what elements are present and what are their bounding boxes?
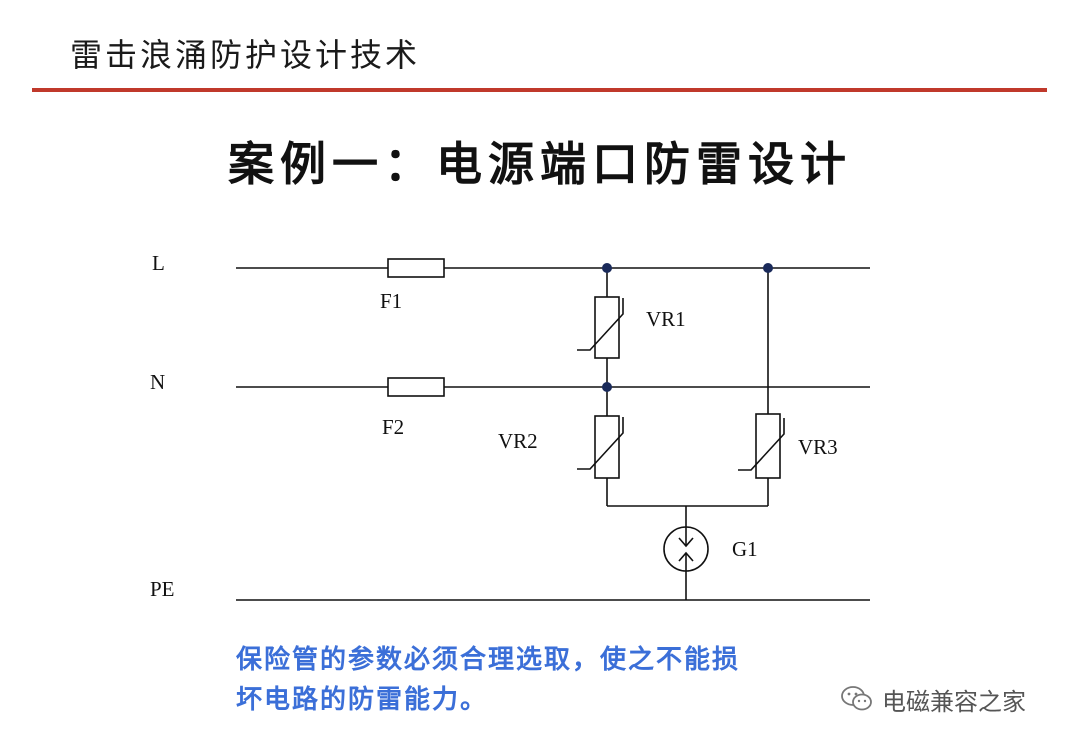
design-note: 保险管的参数必须合理选取，使之不能损 坏电路的防雷能力。	[236, 640, 856, 720]
label-F1: F1	[380, 289, 402, 313]
varistor-VR3-slash	[738, 418, 785, 471]
slide-title: 案例一：电源端口防雷设计	[228, 137, 852, 191]
label-VR2: VR2	[498, 429, 538, 453]
varistor-VR2	[594, 415, 620, 479]
varistor-VR1-slash	[577, 298, 624, 351]
label-line-L: L	[152, 251, 165, 275]
label-line-N: N	[150, 370, 165, 394]
varistor-VR1	[594, 296, 620, 359]
gas-tube-G1-upper-head	[678, 537, 694, 548]
varistor-VR3	[755, 413, 781, 479]
watermark: 电磁兼容之家	[840, 682, 1026, 716]
label-VR1: VR1	[646, 307, 686, 331]
fuse-F1	[387, 258, 445, 278]
gas-tube-G1-lower-head	[678, 551, 694, 562]
design-note-line-1: 保险管的参数必须合理选取，使之不能损	[236, 645, 741, 675]
varistor-VR2-slash	[577, 417, 624, 470]
junction-dot	[602, 263, 612, 273]
header-title: 雷击浪涌防护设计技术	[70, 36, 421, 74]
label-line-PE: PE	[150, 577, 175, 601]
label-F2: F2	[382, 415, 404, 439]
wechat-icon	[841, 686, 872, 711]
header-divider	[32, 88, 1047, 92]
junction-dot	[602, 382, 612, 392]
design-note-line-2: 坏电路的防雷能力。	[236, 685, 489, 715]
fuse-F2	[387, 377, 445, 397]
label-VR3: VR3	[798, 435, 838, 459]
junction-dot	[763, 263, 773, 273]
label-G1: G1	[732, 537, 758, 561]
watermark-text: 电磁兼容之家	[882, 687, 1026, 716]
